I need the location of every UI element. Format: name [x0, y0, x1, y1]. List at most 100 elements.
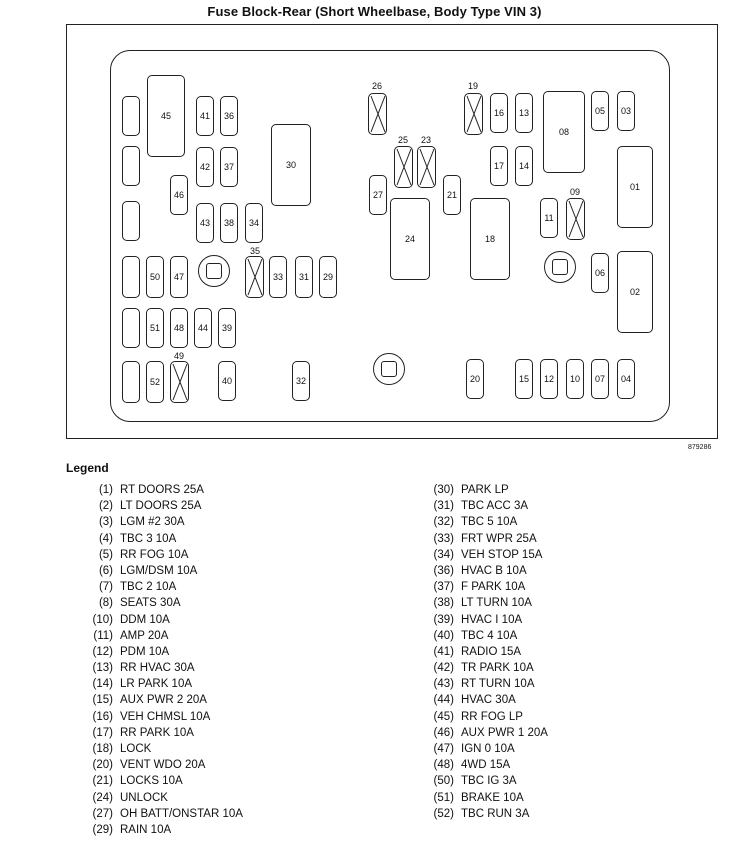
legend-item-text: RAIN 10A [120, 823, 172, 836]
legend-item-number: (17) [92, 726, 113, 739]
mounting-bolt-hex [552, 259, 568, 275]
legend-item-number: (38) [433, 597, 454, 610]
legend-item-text: FRT WPR 25A [461, 532, 537, 545]
legend-item-number: (39) [433, 613, 454, 626]
legend-item-number: (30) [433, 484, 454, 496]
legend-item-text: LOCK [120, 743, 152, 755]
fuse-10: 10 [566, 359, 584, 399]
legend-item-text: AUX PWR 1 20A [461, 726, 548, 739]
legend-item-text: TBC 2 10A [120, 581, 177, 594]
legend-item-number: (11) [93, 629, 113, 642]
legend-item-text: RT TURN 10A [461, 678, 535, 691]
fuse-40: 40 [218, 361, 236, 401]
fuse-45: 45 [147, 75, 185, 157]
legend-item-text: HVAC I 10A [461, 613, 523, 626]
fuse-30: 30 [271, 124, 311, 206]
legend-item-text: AUX PWR 2 20A [120, 694, 207, 707]
legend-item-number: (31) [433, 500, 454, 513]
legend-item: (2)LT DOORS 25A [99, 500, 243, 516]
fuse-label-26: 26 [371, 81, 382, 91]
mounting-bolt-hex [381, 361, 397, 377]
legend-item-text: LR PARK 10A [120, 678, 193, 691]
fuse-37: 37 [220, 147, 238, 187]
legend-title: Legend [66, 461, 109, 475]
legend-item-text: RR FOG LP [461, 710, 523, 723]
legend-item: (51)BRAKE 10A [434, 791, 548, 808]
legend-item-text: DDM 10A [120, 613, 170, 626]
legend-item-text: OH BATT/ONSTAR 10A [120, 807, 243, 820]
diagram-title: Fuse Block-Rear (Short Wheelbase, Body T… [207, 4, 542, 19]
legend-item: (17)RR PARK 10A [93, 727, 243, 743]
fuse-34: 34 [245, 203, 263, 243]
legend-item: (18) LOCK [93, 743, 243, 759]
legend-item-number: (50) [433, 775, 454, 788]
legend-item-number: (10) [92, 613, 113, 626]
fuse-32: 32 [292, 361, 310, 401]
legend-item: (33)FRT WPR 25A [434, 532, 548, 549]
legend-item: (11) AMP 20A [93, 629, 243, 646]
fuse-36: 36 [220, 96, 238, 136]
diagram-frame [66, 24, 718, 439]
legend-item: (7) TBC 2 10A [99, 581, 243, 597]
legend-item: (15) AUX PWR 2 20A [93, 694, 243, 710]
fuse-09 [566, 198, 585, 240]
legend-item-number: (24) [92, 791, 113, 804]
legend-item: (34)VEH STOP 15A [434, 549, 548, 565]
fuse-08: 08 [543, 91, 585, 173]
fuse-47: 47 [170, 256, 188, 298]
legend-item: (20)VENT WDO 20A [93, 759, 243, 775]
legend-item: (50) TBC IG 3A [434, 775, 548, 791]
legend-item: (39) HVAC I 10A [434, 613, 548, 630]
fuse-52: 52 [146, 361, 164, 403]
legend-item: (41) RADIO 15A [434, 645, 548, 662]
legend-item-text: HVAC 30A [461, 694, 516, 707]
legend-item-text: TBC RUN 3A [461, 807, 530, 820]
fuse-46: 46 [170, 175, 188, 215]
legend-item-number: (40) [433, 629, 454, 642]
legend-item-number: (8) [98, 597, 113, 610]
legend-item: (42)TR PARK 10A [434, 662, 548, 678]
legend-item: (1)RT DOORS 25A [99, 484, 243, 500]
legend-item-text: TBC 4 10A [461, 629, 518, 642]
fuse-label-49: 49 [173, 351, 184, 361]
legend-item-number: (27) [92, 807, 113, 820]
legend-item-number: (12) [92, 645, 113, 658]
legend-item: (46)AUX PWR 1 20A [434, 726, 548, 743]
fuse-19 [464, 93, 483, 135]
fuse-17: 17 [490, 146, 508, 186]
fuse-27: 27 [369, 175, 387, 215]
fuse-label-23: 23 [420, 135, 431, 145]
fuse-label-25: 25 [397, 135, 408, 145]
legend-item-text: LGM/DSM 10A [120, 564, 198, 577]
fuse-35 [245, 256, 264, 298]
fuse-label-09: 09 [569, 187, 580, 197]
legend-item-number: (41) [433, 645, 454, 658]
legend-item-number: (48) [433, 759, 454, 772]
legend-item-number: (44) [433, 694, 454, 707]
legend-item-text: BRAKE 10A [461, 791, 524, 804]
mounting-bolt-hex [206, 263, 222, 279]
legend-item-text: TBC IG 3A [461, 775, 517, 788]
legend-item-number: (18) [92, 743, 113, 755]
fuse-24: 24 [390, 198, 430, 280]
legend-item: (27) OH BATT/ONSTAR 10A [93, 807, 243, 824]
fuse-50: 50 [146, 256, 164, 298]
fuse-05: 05 [591, 91, 609, 131]
fuse-01: 01 [617, 146, 653, 228]
fuse-06: 06 [591, 253, 609, 293]
legend-item-number: (29) [92, 823, 113, 836]
legend-item: (8)SEATS 30A [99, 597, 243, 613]
legend-item-text: AMP 20A [120, 629, 169, 642]
fuse-04: 04 [617, 359, 635, 399]
fuse-label-19: 19 [467, 81, 478, 91]
legend-item: (52)TBC RUN 3A [434, 807, 548, 824]
legend-item-text: RADIO 15A [461, 645, 522, 658]
legend-item-number: (1) [98, 484, 113, 496]
legend-item: (5)RR FOG 10A [99, 549, 243, 565]
legend-item-number: (5) [98, 548, 113, 561]
fuse-16: 16 [490, 93, 508, 133]
legend-item-text: PARK LP [461, 484, 509, 496]
legend-item-number: (15) [92, 694, 113, 707]
spare-slot [122, 256, 140, 298]
legend-item-number: (7) [98, 581, 113, 594]
